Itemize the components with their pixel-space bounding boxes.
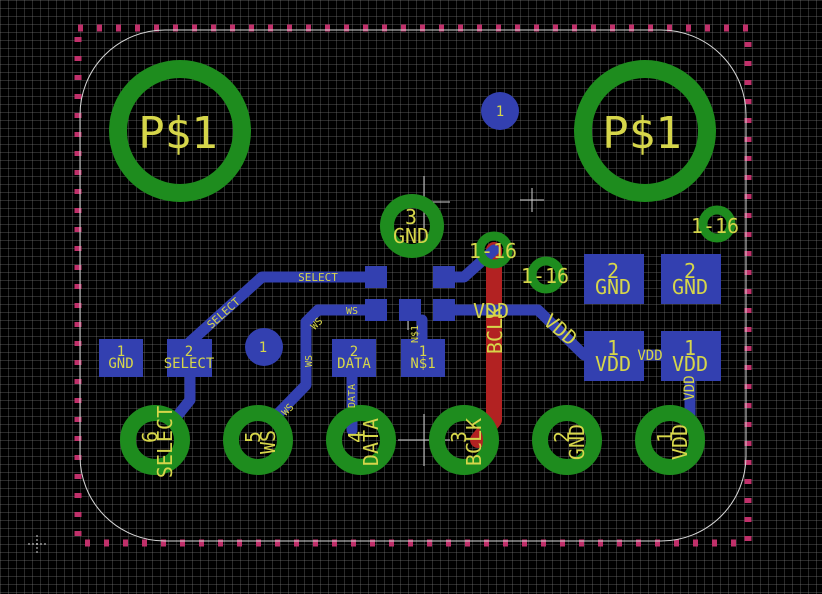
mount-hole-left-label: P$1	[138, 108, 217, 159]
header-pin-4[interactable]	[326, 405, 396, 475]
trace-select-label: SELECT	[298, 271, 338, 284]
dimension-frame	[74, 24, 752, 547]
header-pin-3[interactable]	[429, 405, 499, 475]
mount-hole-left[interactable]	[109, 60, 251, 202]
mount-holes[interactable]	[109, 60, 716, 202]
header-pin-5[interactable]	[223, 405, 293, 475]
pad-gnd-right-b[interactable]	[661, 254, 721, 304]
header-pin-1[interactable]	[635, 405, 705, 475]
pad-gnd-right-b-number: 2	[684, 259, 696, 283]
pad-select-label: SELECT	[164, 356, 215, 372]
pad-gnd[interactable]	[99, 339, 143, 377]
via-a-label: 1-16	[469, 239, 517, 263]
pad-ns1[interactable]	[401, 339, 445, 377]
header-pin-3-label: BCLK	[462, 418, 486, 466]
pad-gnd-right-b-label: GND	[672, 275, 708, 299]
trace-select[interactable]	[184, 271, 382, 348]
pad-data-label: DATA	[337, 356, 371, 372]
fiducial-top	[481, 92, 519, 130]
pad-ns1-label: N$1	[410, 356, 435, 372]
header-pin-4-number: 4	[344, 431, 368, 443]
pad-ic-e[interactable]	[433, 299, 455, 321]
pad-ic-d[interactable]	[433, 266, 455, 288]
fiducial-top-label: 1	[496, 104, 504, 120]
pad-gnd-number: 1	[117, 344, 125, 360]
pad-gnd-right-a-number: 2	[607, 259, 619, 283]
board-outline	[79, 29, 747, 542]
pad-ns1-number: 1	[419, 344, 427, 360]
header-pin-1-number: 1	[653, 431, 677, 443]
header-pin-2-number: 2	[550, 431, 574, 443]
fiducial-left-label: 1	[259, 340, 267, 356]
trace-bclk-vert-label: BCLK	[483, 306, 507, 354]
header-pin-1-label: VDD	[668, 424, 692, 460]
pad-vdd-right-b-number: 1	[684, 336, 696, 360]
pad-data[interactable]	[332, 339, 376, 377]
pad-gnd-right-a[interactable]	[584, 254, 644, 304]
pad-select-number: 2	[185, 344, 193, 360]
fiducial-left	[245, 328, 283, 366]
trace-select-diag-label: SELECT	[205, 295, 244, 332]
mount-hole-right-label: P$1	[602, 108, 681, 159]
via-a[interactable]	[475, 231, 513, 269]
pad-gnd-label: GND	[108, 356, 133, 372]
via-gnd[interactable]	[380, 194, 444, 258]
header-pin-5-number: 5	[241, 431, 265, 443]
pad-ic-a[interactable]	[365, 266, 387, 288]
header-pin-4-label: DATA	[359, 418, 383, 466]
pad-vdd-right-a-label: VDD	[595, 352, 631, 376]
via-c-label: 1-16	[691, 214, 739, 238]
trace-ws-b-label: WS	[304, 355, 315, 367]
pad-vdd-right-a[interactable]	[584, 331, 644, 381]
pad-data-number: 2	[350, 344, 358, 360]
pad-gnd-right-a-label: GND	[595, 275, 631, 299]
fiducials	[245, 92, 519, 366]
via-c[interactable]	[698, 205, 736, 243]
mount-hole-right[interactable]	[574, 60, 716, 202]
smd-pads[interactable]	[99, 254, 721, 381]
pad-ic-c[interactable]	[399, 299, 421, 321]
header-pin-2-label: GND	[565, 424, 589, 460]
pad-select[interactable]	[167, 339, 212, 377]
header-pin-3-number: 3	[447, 431, 471, 443]
via-b[interactable]	[527, 256, 565, 294]
origin-marker	[28, 535, 46, 553]
trace-vdd-top-label: VDD	[473, 299, 509, 323]
pad-vdd-right-a-number: 1	[607, 336, 619, 360]
header-pin-6-label: SELECT	[153, 406, 177, 478]
header-pin-2[interactable]	[532, 405, 602, 475]
header-pin-5-label: WS	[256, 430, 280, 454]
trace-ns1-vert-label: N$1	[410, 325, 421, 343]
header-pins[interactable]	[120, 405, 705, 475]
via-b-label: 1-16	[521, 264, 569, 288]
trace-ws[interactable]	[266, 304, 382, 426]
trace-vdd-vert-label: VDD	[682, 375, 698, 400]
pad-ic-b[interactable]	[365, 299, 387, 321]
header-pin-labels: 6 SELECT 5 WS 4 DATA 3 BCLK 2 GND 1 VDD	[138, 406, 692, 478]
trace-data-vert-label: DATA	[347, 384, 358, 408]
header-pin-6-number: 6	[138, 431, 162, 443]
trace-ws-top-label: WS	[346, 306, 358, 317]
pad-vdd-right-b[interactable]	[661, 331, 721, 381]
via-gnd-label: GND	[393, 224, 429, 248]
header-pin-6[interactable]	[120, 405, 190, 475]
pad-vdd-right-b-label: VDD	[672, 352, 708, 376]
via-gnd-number: 3	[405, 205, 417, 229]
vias[interactable]	[380, 194, 736, 294]
trace-vdd-mid-label: VDD	[637, 348, 662, 364]
